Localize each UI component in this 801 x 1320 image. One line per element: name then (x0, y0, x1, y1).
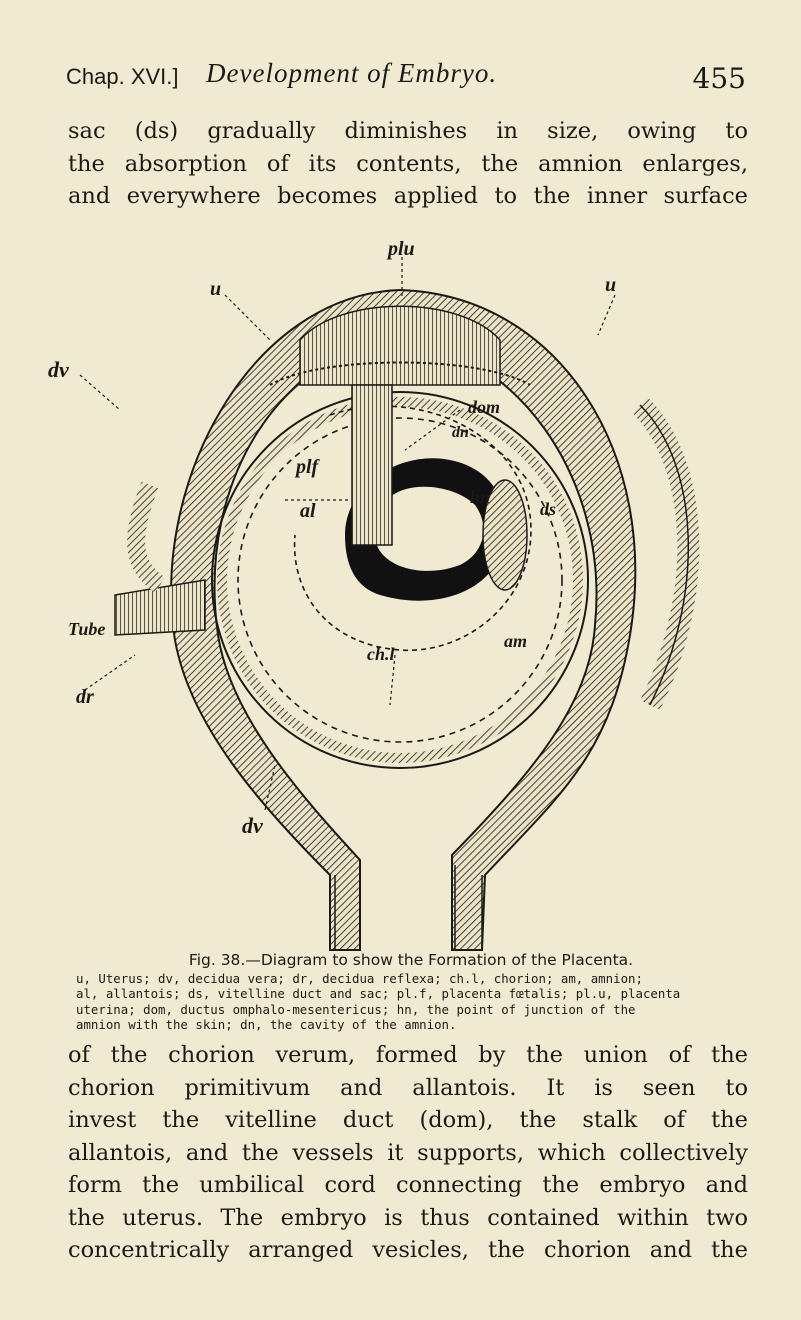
text-line: sac (ds) gradually diminishes in size, o… (68, 118, 748, 144)
caption-title: Fig. 38.—Diagram to show the Formation o… (188, 951, 634, 969)
text-line: of the chorion verum, formed by the unio… (68, 1042, 748, 1068)
text-line: chorion primitivum and allantois. It is … (68, 1074, 748, 1101)
text-line: the absorption of its contents, the amni… (68, 150, 748, 177)
placenta-diagram: plu u u dv Tube dr plf al dom dn hn ds a… (0, 235, 801, 955)
top-paragraph: sac (ds) gradually diminishes in size, o… (68, 115, 748, 213)
bottom-paragraph: of the chorion verum, formed by the unio… (68, 1039, 748, 1267)
diagram-svg: plu u u dv Tube dr plf al dom dn hn ds a… (48, 238, 700, 951)
caption-line: al, allantois; ds, vitelline duct and sa… (76, 986, 681, 1002)
caption-line: u, Uterus; dv, decidua vera; dr, decidua… (76, 971, 643, 986)
text-line: the uterus. The embryo is thus contained… (68, 1204, 748, 1231)
label-tube: Tube (68, 619, 105, 639)
page-number: 455 (692, 62, 746, 95)
running-header: Chap. XVI.] Development of Embryo. 455 (66, 56, 746, 100)
vitelline-sac (482, 479, 528, 591)
label-plu: plu (386, 238, 415, 260)
uterus-wall (114, 288, 700, 951)
chapter-label: Chap. XVI.] (66, 64, 179, 89)
text-line: allantois, and the vessels it supports, … (68, 1139, 748, 1166)
label-dv-top: dv (48, 357, 69, 382)
label-am: am (504, 631, 527, 651)
label-dom: dom (468, 397, 500, 417)
chorion (211, 391, 589, 769)
label-hn: hn (470, 487, 490, 507)
label-al: al (300, 500, 316, 522)
allantois-stalk (351, 384, 393, 546)
label-plf: plf (294, 456, 321, 478)
amnion (293, 405, 532, 651)
figure-caption: Fig. 38.—Diagram to show the Formation o… (76, 951, 746, 1033)
caption-line: uterina; dom, ductus omphalo-mesentericu… (76, 1001, 636, 1017)
text-line: concentrically arranged vesicles, the ch… (68, 1237, 748, 1263)
running-title: Development of Embryo. (206, 58, 498, 88)
label-u-right: u (605, 274, 616, 296)
text-line: and everywhere becomes applied to the in… (68, 183, 748, 209)
label-dn: dn (452, 424, 469, 441)
caption-line: amnion with the skin; dn, the cavity of … (76, 1017, 457, 1033)
placenta-region (299, 305, 501, 386)
text-line: form the umbilical cord connecting the e… (68, 1172, 748, 1198)
label-chl: ch.l (367, 644, 395, 664)
label-ds: ds (540, 499, 556, 519)
label-dr: dr (76, 686, 94, 708)
caption-body: u, Uterus; dv, decidua vera; dr, decidua… (76, 971, 746, 1033)
text-line: invest the vitelline duct (dom), the sta… (68, 1107, 748, 1133)
label-u-left: u (210, 278, 221, 300)
label-dv-bottom: dv (242, 813, 263, 838)
